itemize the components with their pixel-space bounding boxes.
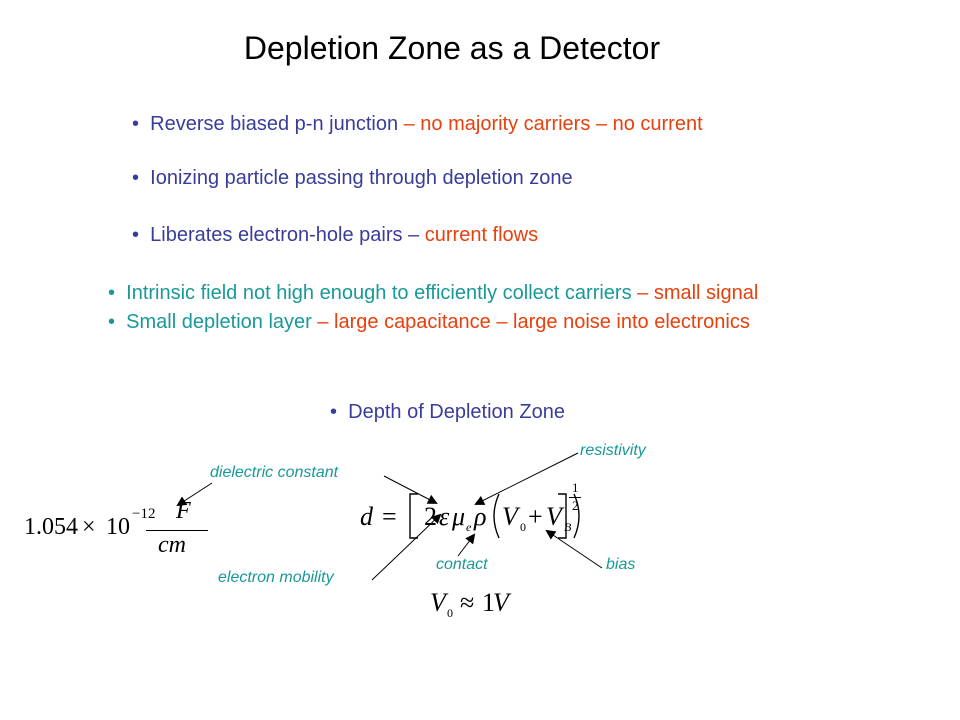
- unit-denominator: cm: [158, 532, 186, 558]
- vb-symbol: V: [546, 502, 562, 531]
- label-contact: contact: [436, 556, 488, 573]
- label-electron-mobility: electron mobility: [218, 569, 334, 586]
- label-bias: bias: [606, 556, 636, 573]
- mu-subscript: e: [466, 520, 472, 534]
- epsilon-symbol: ε: [439, 502, 450, 531]
- left-bracket: [409, 493, 418, 539]
- bullet-text: Liberates electron-hole pairs –: [150, 224, 425, 246]
- bullet-glyph: •: [108, 282, 116, 304]
- plus-sign: +: [528, 502, 543, 531]
- arrow-dielectric-to-permittivity: [176, 482, 213, 507]
- fraction-bar: [146, 530, 208, 531]
- depth-symbol: d: [360, 502, 373, 531]
- bullet-liberates: • Liberates electron-hole pairs – curren…: [132, 224, 538, 247]
- arrow-mobility-to-mu: [371, 513, 442, 581]
- bullet-reverse-bias: • Reverse biased p-n junction – no major…: [132, 113, 703, 136]
- right-bracket: [558, 493, 567, 539]
- bullet-glyph: •: [132, 224, 140, 246]
- bullet-text: Intrinsic field not high enough to effic…: [126, 282, 632, 304]
- bullet-small-depletion: • Small depletion layer – large capacita…: [108, 311, 750, 334]
- bullet-glyph: •: [132, 113, 140, 135]
- bullet-text-highlight: – small signal: [631, 282, 759, 304]
- bullet-text: Small depletion layer: [126, 311, 312, 333]
- arrow-resistivity-to-rho: [474, 452, 579, 505]
- times-sign: ×: [82, 514, 96, 540]
- depth-formula: d = 2 ε μ e ρ V 0 + V B: [360, 478, 590, 548]
- bullet-glyph: •: [132, 167, 140, 189]
- exponent-bar: [569, 497, 581, 498]
- permittivity-coefficient: 1.054: [24, 514, 78, 540]
- v0-symbol: V: [502, 502, 518, 531]
- label-resistivity: resistivity: [580, 442, 646, 459]
- power-base: 10: [106, 514, 130, 540]
- contact-value: 1: [482, 588, 495, 617]
- exponent-numerator: 1: [572, 480, 579, 495]
- left-paren: [493, 493, 500, 539]
- v0-subscript: 0: [520, 520, 526, 534]
- power-exponent: −12: [132, 506, 156, 522]
- vb-subscript: B: [564, 520, 572, 534]
- bullet-glyph: •: [330, 401, 338, 423]
- bullet-text-highlight: – large capacitance – large noise into e…: [311, 311, 750, 333]
- arrow-contact-to-v0: [457, 533, 476, 557]
- bullet-depth: • Depth of Depletion Zone: [330, 401, 565, 424]
- v0-symbol: V: [430, 588, 446, 617]
- equals-sign: =: [382, 502, 397, 531]
- bullet-intrinsic-field: • Intrinsic field not high enough to eff…: [108, 282, 758, 305]
- volt-unit: V: [493, 588, 509, 617]
- bullet-glyph: •: [108, 311, 116, 333]
- bullet-text: Depth of Depletion Zone: [348, 401, 565, 423]
- bullet-text-highlight: – no majority carriers – no current: [398, 113, 703, 135]
- mu-symbol: μ: [452, 502, 466, 531]
- exponent-denominator: 2: [572, 498, 579, 513]
- contact-voltage-formula: V 0 ≈ 1 V: [430, 586, 530, 626]
- rho-symbol: ρ: [474, 502, 487, 531]
- arrow-dielectric-to-epsilon: [383, 475, 438, 504]
- v0-subscript: 0: [447, 606, 453, 620]
- slide-title: Depletion Zone as a Detector: [243, 30, 661, 66]
- label-dielectric-constant: dielectric constant: [210, 464, 339, 481]
- bullet-ionizing: • Ionizing particle passing through depl…: [132, 167, 573, 190]
- bullet-text: Ionizing particle passing through deplet…: [150, 167, 573, 189]
- arrow-bias-to-vb: [545, 529, 603, 569]
- bullet-text-highlight: current flows: [424, 224, 539, 246]
- approx-sign: ≈: [460, 588, 475, 617]
- bullet-text: Reverse biased p-n junction: [150, 113, 399, 135]
